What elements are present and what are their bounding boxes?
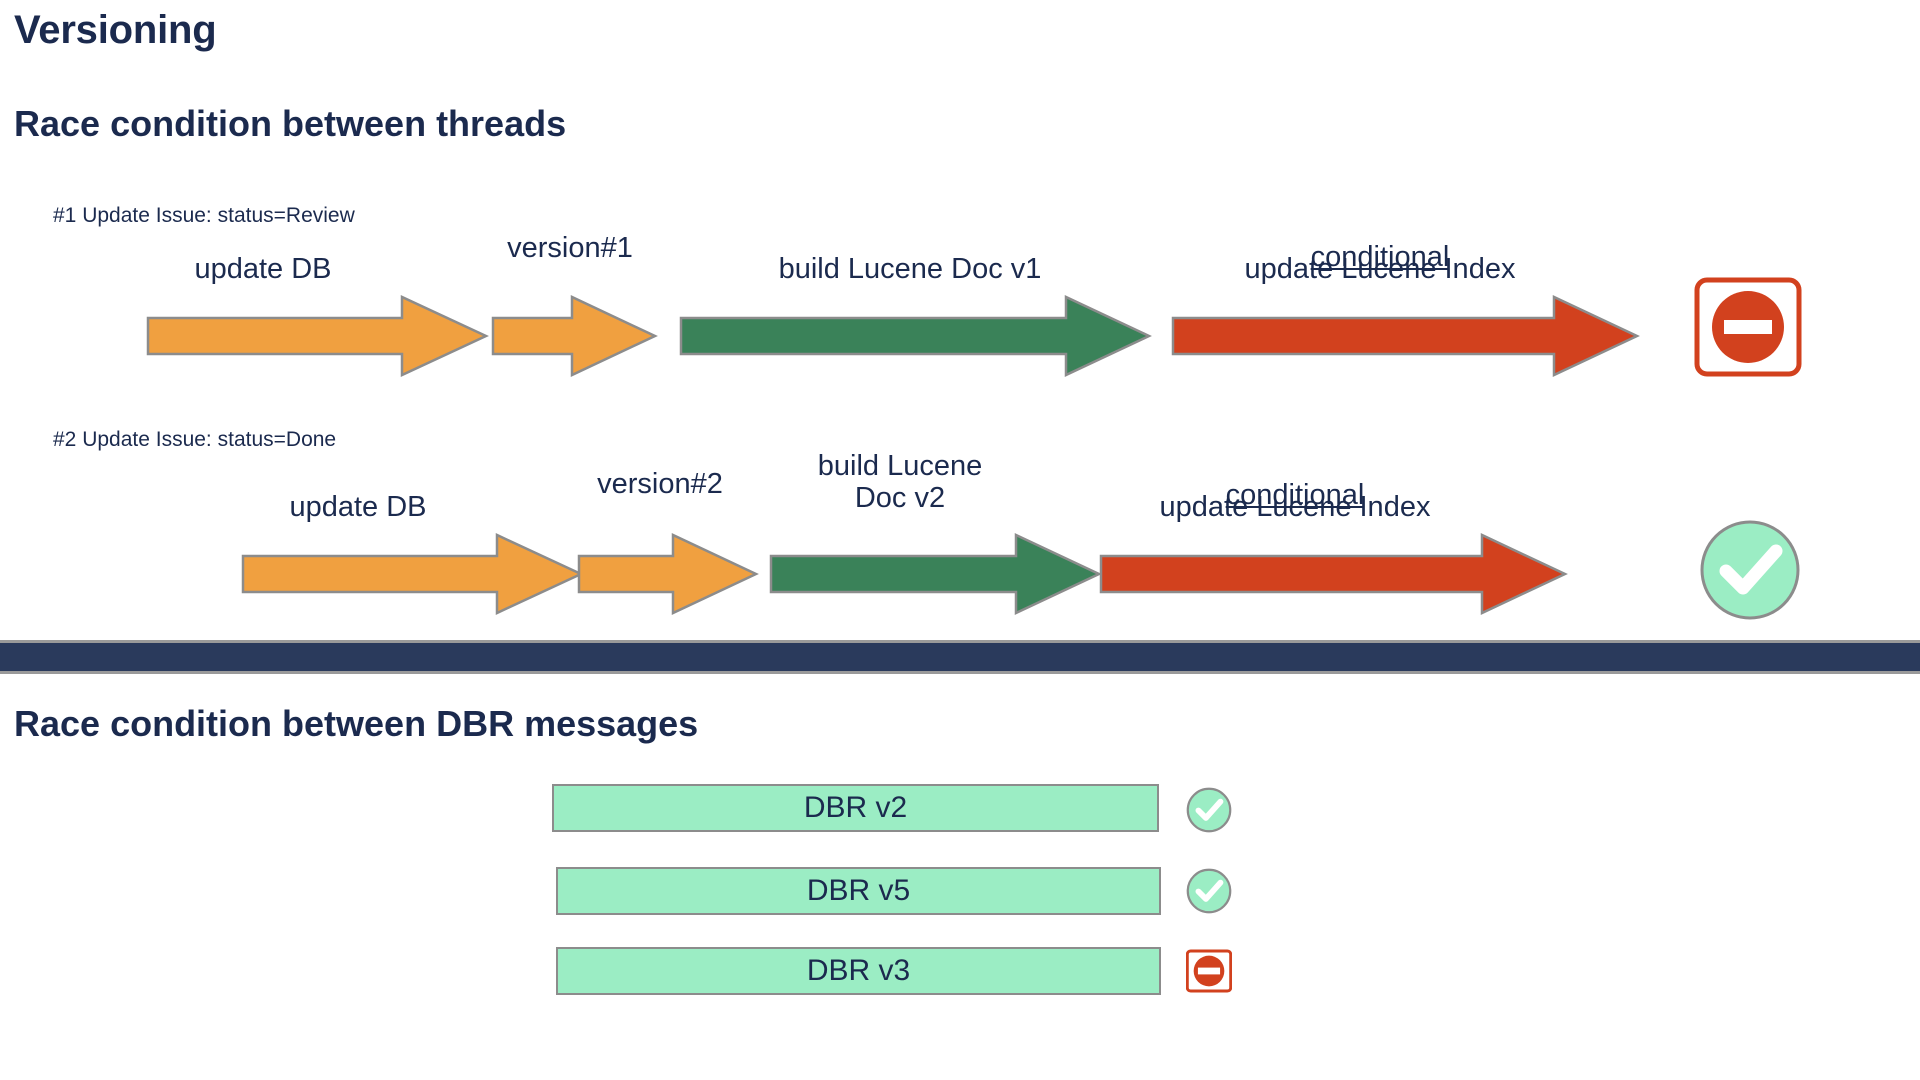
thread-1-step-2-caption: version#1 <box>507 232 633 264</box>
section-heading-threads: Race condition between threads <box>14 103 567 144</box>
thread-2-result-check-circle-icon <box>1698 518 1802 627</box>
dbr-status-stop-icon-3 <box>1185 948 1233 999</box>
thread-1-step-4-condition: conditional <box>1310 241 1450 274</box>
thread-1-step-3-caption: build Lucene Doc v1 <box>778 253 1042 285</box>
page-title: Versioning <box>14 8 217 52</box>
thread-2-step-2-caption: version#2 <box>597 468 723 500</box>
thread-1-result-stop-icon <box>1694 277 1802 382</box>
thread-2-label: #2 Update Issue: status=Done <box>53 428 337 451</box>
thread-1-arrow-build-doc <box>679 295 1152 377</box>
dbr-message-bar-2: DBR v5 <box>556 867 1161 915</box>
thread-2-arrow-build-doc <box>769 533 1102 615</box>
thread-1-arrow-version <box>491 295 658 377</box>
thread-1-step-4-caption: update Lucene Index <box>1244 253 1516 285</box>
dbr-message-label-3: DBR v3 <box>806 954 911 987</box>
dbr-message-label-2: DBR v5 <box>806 874 911 907</box>
thread-2-step-4-condition: conditional <box>1225 479 1365 512</box>
thread-1-arrow-update-index <box>1171 295 1640 377</box>
dbr-status-check-circle-icon-1 <box>1186 787 1232 838</box>
thread-2-arrow-update-db <box>241 533 584 615</box>
dbr-message-bar-1: DBR v2 <box>552 784 1159 832</box>
thread-2-step-1-caption: update DB <box>289 491 427 523</box>
dbr-status-check-circle-icon-2 <box>1186 868 1232 919</box>
thread-2-arrow-version <box>577 533 759 615</box>
thread-1-step-1-caption: update DB <box>194 253 332 285</box>
section-heading-dbr: Race condition between DBR messages <box>14 703 699 744</box>
dbr-message-bar-3: DBR v3 <box>556 947 1161 995</box>
dbr-message-label-1: DBR v2 <box>803 791 908 824</box>
thread-2-step-3-caption: build Lucene Doc v2 <box>817 450 983 515</box>
thread-1-label: #1 Update Issue: status=Review <box>53 204 355 227</box>
thread-1-arrow-update-db <box>146 295 489 377</box>
thread-2-arrow-update-index <box>1099 533 1568 615</box>
thread-2-step-4-caption: update Lucene Index <box>1159 491 1431 523</box>
section-divider <box>0 640 1920 674</box>
